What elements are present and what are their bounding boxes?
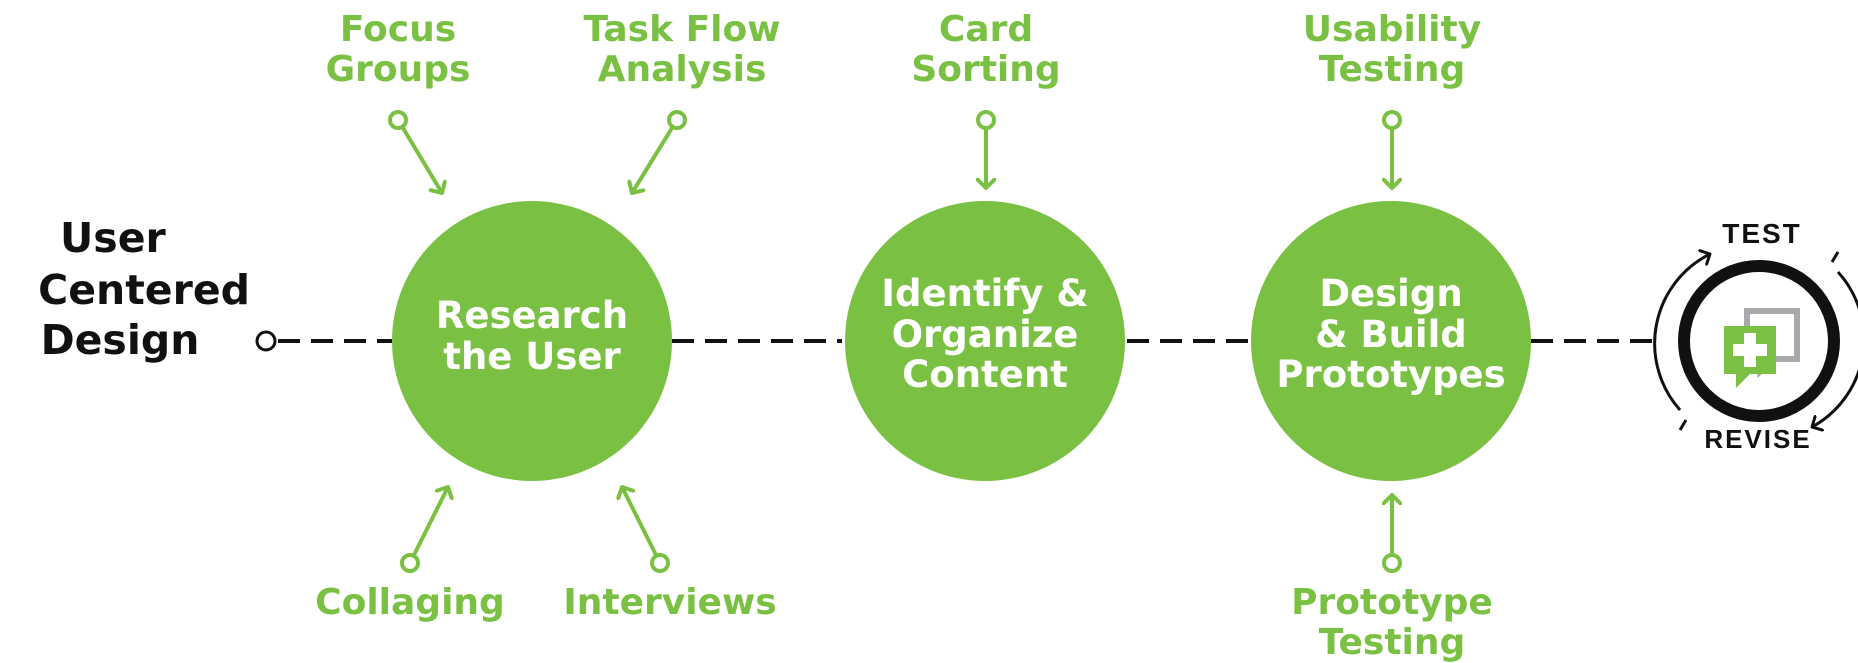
feedback-plus-icon [1724, 308, 1800, 388]
stage-circle-identify [845, 201, 1125, 481]
start-node [255, 330, 277, 352]
pointer-card-sorting [976, 110, 996, 188]
pointer-usability-testing [1382, 110, 1402, 188]
pointer-collaging [400, 487, 448, 573]
stage-label-design: Design & Build Prototypes [1276, 272, 1506, 397]
method-focus-groups: Focus Groups [325, 9, 471, 90]
method-task-flow: Task Flow Analysis [583, 9, 781, 90]
method-interviews: Interviews [563, 582, 777, 623]
method-prototype-testing: Prototype Testing [1291, 582, 1493, 663]
stage-label-identify: Identify & Organize Content [881, 272, 1089, 397]
pointer-interviews [622, 487, 670, 573]
pointer-prototype-testing [1382, 495, 1402, 573]
method-usability-testing: Usability Testing [1302, 9, 1482, 90]
method-card-sorting: Card Sorting [911, 9, 1061, 90]
stage-label-research: Research the User [435, 294, 629, 378]
start-label-line3: Design [40, 316, 200, 364]
cycle-arc-right [1812, 270, 1858, 427]
start-label-line2: Centered [38, 266, 250, 314]
stage-circle-design [1251, 201, 1531, 481]
start-label-line1: User [60, 214, 166, 262]
cycle-arc-left [1653, 254, 1710, 411]
cycle-revise-label: REVISE [1704, 424, 1811, 454]
pointer-focus-groups [388, 110, 442, 193]
test-revise-cycle: TEST REVISE [1653, 218, 1858, 454]
pointer-task-flow [632, 110, 687, 193]
method-collaging: Collaging [315, 582, 505, 623]
ucd-process-diagram: TEST REVISE [255, 110, 1858, 573]
cycle-test-label: TEST [1722, 218, 1802, 249]
stage-circle-research [392, 201, 672, 481]
